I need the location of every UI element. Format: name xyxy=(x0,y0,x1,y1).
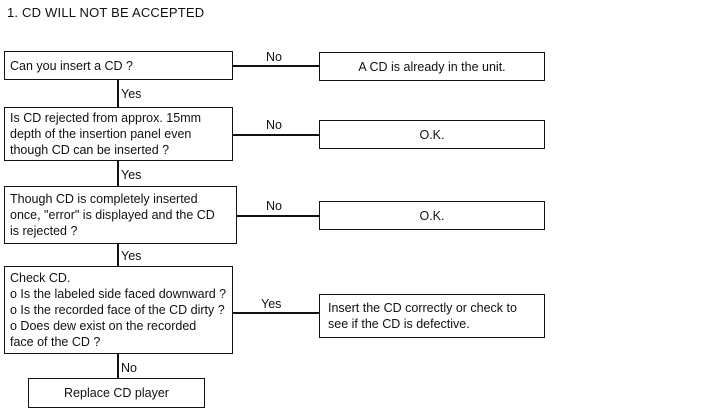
result-box-ok: O.K. xyxy=(319,201,545,230)
question-text: Is CD rejected from approx. 15mm depth o… xyxy=(10,111,202,157)
action-box-replace-player: Replace CD player xyxy=(28,378,205,408)
action-text: Replace CD player xyxy=(64,386,169,400)
question-box-cd-rejected: Is CD rejected from approx. 15mm depth o… xyxy=(4,107,233,161)
question-text: Check CD. o Is the labeled side faced do… xyxy=(10,271,227,349)
diagram-title: 1. CD WILL NOT BE ACCEPTED xyxy=(7,5,205,20)
result-box-insert-correctly: Insert the CD correctly or check to see … xyxy=(319,294,545,338)
result-text: O.K. xyxy=(419,127,445,142)
yes-connector xyxy=(117,244,119,266)
yes-label: Yes xyxy=(121,168,142,182)
no-label: No xyxy=(266,50,282,64)
question-box-error-displayed: Though CD is completely inserted once, "… xyxy=(4,186,237,244)
yes-label: Yes xyxy=(121,87,142,101)
yes-label: Yes xyxy=(261,297,282,311)
result-text: O.K. xyxy=(419,208,445,223)
question-text: Can you insert a CD ? xyxy=(10,58,133,73)
no-connector xyxy=(233,134,319,136)
result-box-cd-in-unit: A CD is already in the unit. xyxy=(319,52,545,81)
no-connector xyxy=(233,65,319,67)
yes-connector xyxy=(117,80,119,107)
no-connector xyxy=(237,215,319,217)
no-label: No xyxy=(266,199,282,213)
yes-connector xyxy=(233,312,319,314)
result-text: A CD is already in the unit. xyxy=(358,59,506,74)
no-label: No xyxy=(121,361,137,375)
question-box-check-cd: Check CD. o Is the labeled side faced do… xyxy=(4,266,233,354)
yes-label: Yes xyxy=(121,249,142,263)
no-connector xyxy=(117,354,119,378)
no-label: No xyxy=(266,118,282,132)
result-box-ok: O.K. xyxy=(319,120,545,149)
result-text: Insert the CD correctly or check to see … xyxy=(328,301,517,331)
question-text: Though CD is completely inserted once, "… xyxy=(10,192,215,238)
yes-connector xyxy=(117,161,119,186)
question-box-insert-cd: Can you insert a CD ? xyxy=(4,51,233,80)
